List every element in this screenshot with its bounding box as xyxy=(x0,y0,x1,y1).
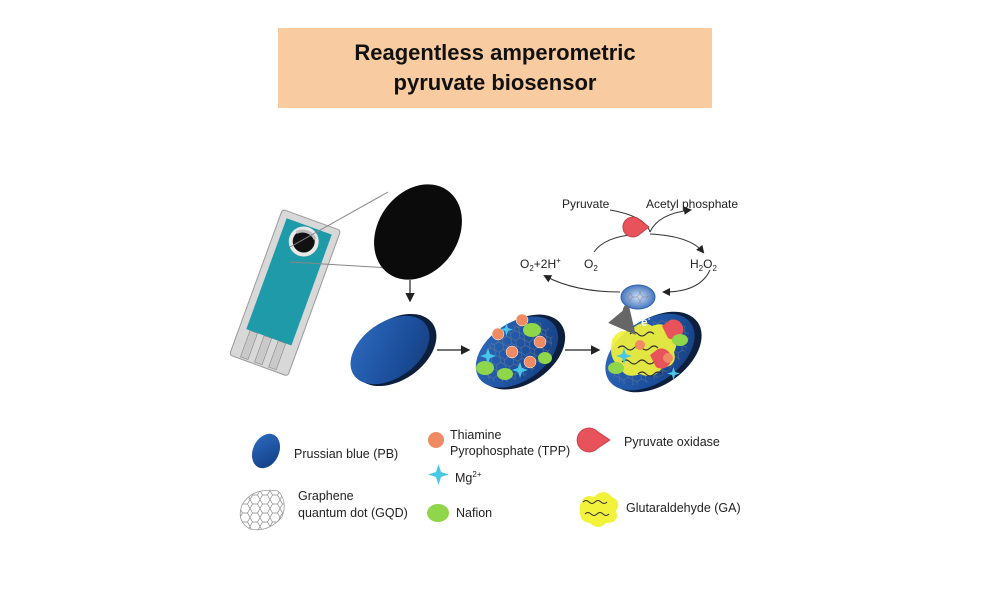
legend-tpp-2: Pyrophosphate (TPP) xyxy=(450,444,570,458)
nafion-legend-icon xyxy=(427,504,449,522)
ga-legend-icon xyxy=(579,492,619,527)
pacman-oxidase-icon xyxy=(622,216,650,238)
gqd-floating xyxy=(620,284,656,310)
gqd-hexagon-icon xyxy=(239,489,285,531)
carbon-electrode-disc xyxy=(374,184,462,280)
pb-modified-disc xyxy=(350,313,437,387)
legend-tpp-1: Thiamine xyxy=(450,428,501,442)
mg-legend-icon xyxy=(428,464,449,485)
legend-gqd-2: quantum dot (GQD) xyxy=(298,506,408,520)
legend-pb: Prussian blue (PB) xyxy=(294,447,398,461)
zoom-line-top xyxy=(289,191,389,248)
tpp-mg-nafion-disc xyxy=(475,313,566,390)
title-line-2: pyruvate biosensor xyxy=(393,70,597,95)
label-acetyl-phosphate: Acetyl phosphate xyxy=(646,197,738,211)
tpp-legend-icon xyxy=(428,432,444,448)
zoom-line-bottom xyxy=(289,261,391,269)
electron-arrow xyxy=(608,305,636,335)
legend-oxidase: Pyruvate oxidase xyxy=(624,435,720,449)
label-pyruvate: Pyruvate xyxy=(562,197,610,211)
reaction-cycle xyxy=(543,206,711,296)
screen-printed-electrode xyxy=(229,209,341,376)
legend-nafion: Nafion xyxy=(456,506,492,520)
label-o2-2h: O2+2H+ xyxy=(520,256,561,273)
label-o2: O2 xyxy=(584,257,598,273)
legend-mg: Mg2+ xyxy=(455,470,482,485)
pb-legend-icon xyxy=(251,433,281,469)
title-line-1: Reagentless amperometric xyxy=(354,40,636,65)
label-h2o2: H2O2 xyxy=(690,257,717,273)
oxidase-legend-icon xyxy=(576,427,611,453)
title-box: Reagentless amperometric pyruvate biosen… xyxy=(278,28,712,108)
biosensor-disc xyxy=(605,311,702,393)
legend-ga: Glutaraldehyde (GA) xyxy=(626,501,741,515)
electron-label: e- xyxy=(641,314,651,329)
legend-gqd-1: Graphene xyxy=(298,489,354,503)
